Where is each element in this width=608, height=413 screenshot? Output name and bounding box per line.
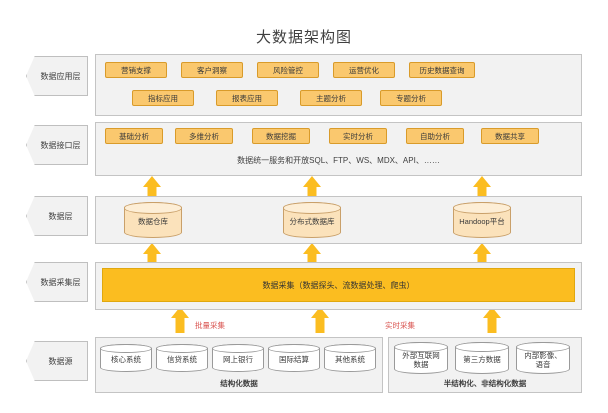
- source-external-internet[interactable]: 外部互联网 数据: [394, 342, 448, 374]
- app-box-report[interactable]: 报表应用: [216, 90, 278, 106]
- flow-label-batch: 批量采集: [195, 321, 225, 330]
- arrow-collection-to-data-1: [142, 243, 162, 265]
- source-core-system-label: 核心系统: [111, 355, 141, 365]
- source-intl-settlement-label: 国际结算: [279, 355, 309, 365]
- page-title: 大数据架构图: [255, 29, 352, 46]
- app-box-risk[interactable]: 风险管控: [257, 62, 319, 78]
- if-box-multidim[interactable]: 多维分析: [175, 128, 233, 144]
- source-core-system[interactable]: 核心系统: [100, 344, 152, 372]
- source-other-system-label: 其他系统: [335, 355, 365, 365]
- arrow-source-to-collection-3: [482, 307, 502, 333]
- source-third-party[interactable]: 第三方数据: [455, 342, 509, 374]
- app-box-topic[interactable]: 专题分析: [380, 90, 442, 106]
- layer-label-interface: 数据接口层: [26, 125, 88, 165]
- app-box-theme[interactable]: 主题分析: [300, 90, 362, 106]
- if-box-basic[interactable]: 基础分析: [105, 128, 163, 144]
- app-box-indicator[interactable]: 指标应用: [132, 90, 194, 106]
- if-box-share[interactable]: 数据共享: [481, 128, 539, 144]
- source-credit-system-label: 信贷系统: [167, 355, 197, 365]
- datastore-distributed[interactable]: 分布式数据库: [283, 202, 341, 238]
- source-online-bank[interactable]: 网上银行: [212, 344, 264, 372]
- interface-service-text: 数据统一服务和开放SQL、FTP、WS、MDX、API、……: [237, 156, 440, 165]
- layer-label-source: 数据源: [26, 341, 88, 381]
- collection-bar[interactable]: 数据采集（数据探头、流数据处理、爬虫）: [102, 268, 575, 302]
- arrow-collection-to-data-3: [472, 243, 492, 265]
- datastore-distributed-label: 分布式数据库: [289, 217, 335, 227]
- layer-label-application: 数据应用层: [26, 56, 88, 96]
- source-internal-media[interactable]: 内部影像、 语音: [516, 342, 570, 374]
- arrow-source-to-collection-1: [170, 307, 190, 333]
- app-box-customer[interactable]: 客户洞察: [181, 62, 243, 78]
- app-box-marketing[interactable]: 营销支撑: [105, 62, 167, 78]
- source-intl-settlement[interactable]: 国际结算: [268, 344, 320, 372]
- arrow-collection-to-data-2: [302, 243, 322, 265]
- app-box-operations[interactable]: 运营优化: [333, 62, 395, 78]
- layer-label-data: 数据层: [26, 196, 88, 236]
- source-third-party-label: 第三方数据: [463, 355, 501, 365]
- if-box-selfserve[interactable]: 自助分析: [406, 128, 464, 144]
- source-online-bank-label: 网上银行: [223, 355, 253, 365]
- datastore-hadoop-label: Handoop平台: [459, 217, 505, 227]
- source-internal-media-label: 内部影像、 语音: [524, 350, 562, 369]
- if-box-realtime[interactable]: 实时分析: [329, 128, 387, 144]
- app-box-history[interactable]: 历史数据查询: [409, 62, 475, 78]
- caption-unstructured-data: 半结构化、非结构化数据: [443, 379, 527, 388]
- datastore-warehouse-label: 数据仓库: [138, 217, 168, 227]
- source-credit-system[interactable]: 信贷系统: [156, 344, 208, 372]
- if-box-mining[interactable]: 数据挖掘: [252, 128, 310, 144]
- source-external-internet-label: 外部互联网 数据: [402, 350, 440, 369]
- datastore-warehouse[interactable]: 数据仓库: [124, 202, 182, 238]
- flow-label-realtime: 实时采集: [385, 321, 415, 330]
- caption-structured-data: 结构化数据: [220, 379, 258, 388]
- source-other-system[interactable]: 其他系统: [324, 344, 376, 372]
- arrow-source-to-collection-2: [310, 307, 330, 333]
- datastore-hadoop[interactable]: Handoop平台: [453, 202, 511, 238]
- layer-label-collection: 数据采集层: [26, 262, 88, 302]
